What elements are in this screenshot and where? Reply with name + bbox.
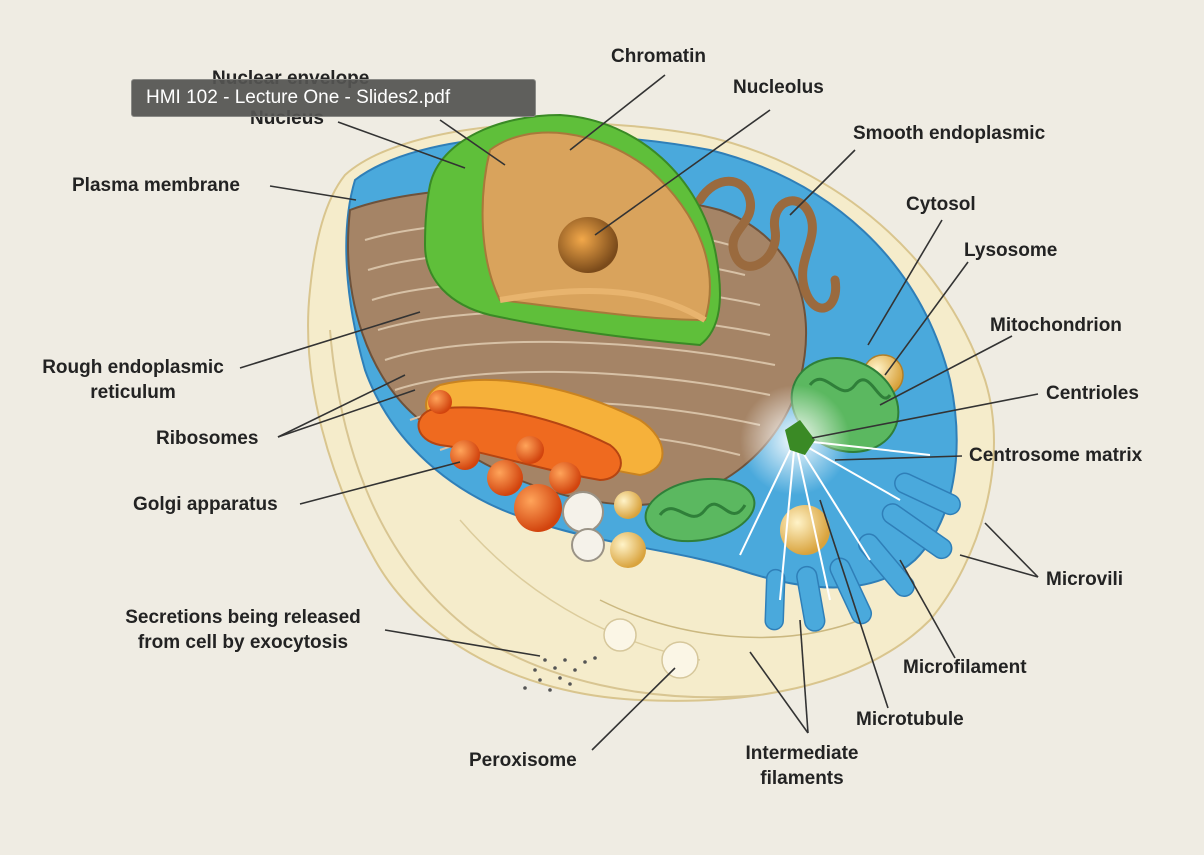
label-intermediate-filaments-line1: Intermediate [745,743,859,764]
label-chromatin: Chromatin [611,46,706,67]
label-rough-er-line2: reticulum [90,382,176,403]
label-intermediate-filaments: Intermediate filaments [735,741,869,791]
label-secretions-line2: from cell by exocytosis [137,632,349,653]
label-smooth-er: Smooth endoplasmic [853,123,1046,144]
label-golgi-apparatus: Golgi apparatus [133,494,278,515]
centrioles-shape [785,420,815,455]
label-cytosol: Cytosol [906,194,976,215]
label-secretions: Secretions being released from cell by e… [112,605,374,655]
label-intermediate-filaments-line2: filaments [760,768,844,789]
cytoskeleton-fibers [739,439,931,601]
file-name-tooltip: HMI 102 - Lecture One - Slides2.pdf [131,79,536,117]
label-mitochondrion: Mitochondrion [990,315,1122,336]
label-centrioles: Centrioles [1046,383,1139,404]
label-microfilament: Microfilament [903,657,1027,678]
microvilli-shapes [764,472,961,632]
smooth-er-shape [695,176,841,313]
label-rough-er: Rough endoplasmic reticulum [34,355,232,405]
secretion-dots [523,656,597,692]
label-nucleolus: Nucleolus [733,77,824,98]
label-centrosome-matrix: Centrosome matrix [969,445,1143,466]
label-microvili: Microvili [1046,569,1124,590]
golgi-shape [417,378,664,532]
label-rough-er-line1: Rough endoplasmic [42,357,224,378]
label-plasma-membrane: Plasma membrane [72,175,240,196]
label-lysosome: Lysosome [964,240,1058,261]
label-microtubule: Microtubule [856,709,964,730]
leader-lines [239,74,1039,751]
nucleolus-shape [558,217,618,273]
label-peroxisome: Peroxisome [469,750,577,771]
label-secretions-line1: Secretions being released [125,607,361,628]
label-ribosomes: Ribosomes [156,428,259,449]
